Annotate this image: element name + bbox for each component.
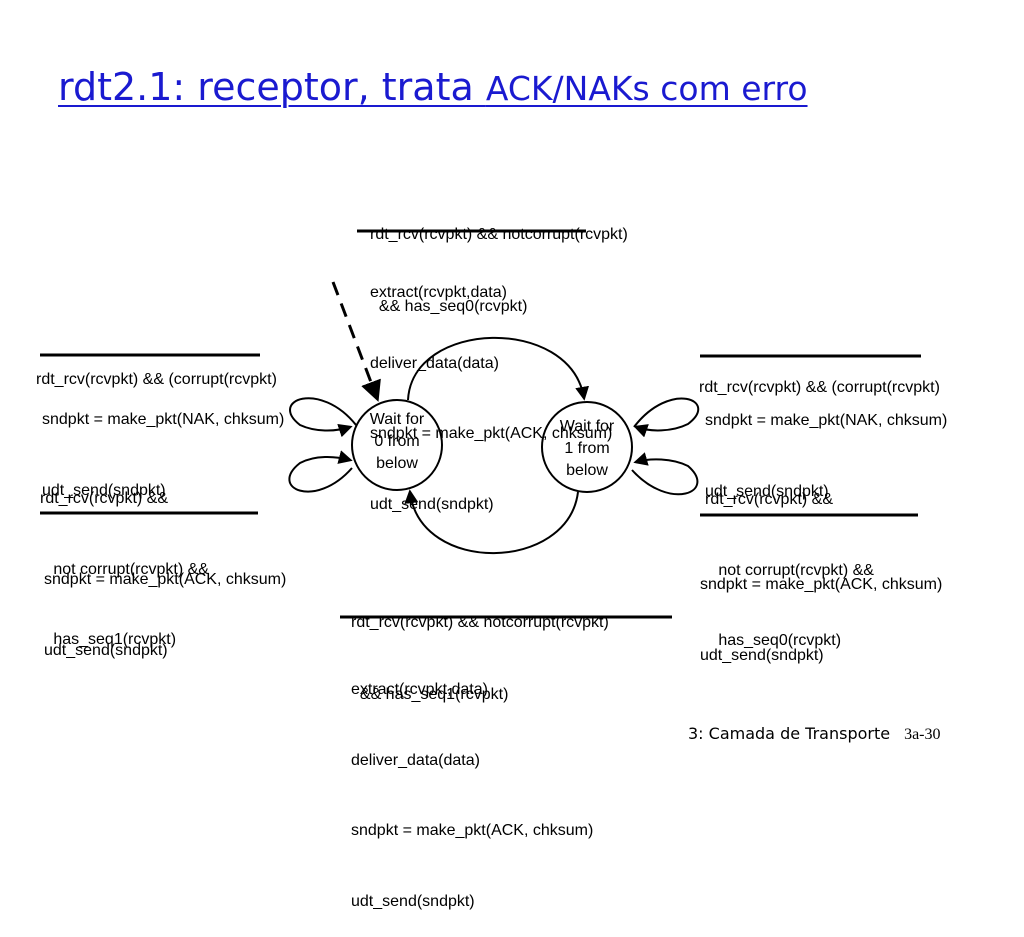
state-wait-0-label: Wait for 0 from below (357, 409, 437, 475)
right-dup-actions: sndpkt = make_pkt(ACK, chksum) udt_send(… (700, 526, 942, 691)
slide-footer: 3: Camada de Transporte 3a-30 (688, 724, 941, 744)
action-line: sndpkt = make_pkt(NAK, chksum) (42, 411, 285, 428)
action-line: udt_send(sndpkt) (370, 495, 494, 513)
action-line: udt_send(sndpkt) (44, 641, 168, 659)
self-loop-left-bottom (288, 450, 353, 493)
left-dup-event: rdt_rcv(rcvpkt) && not corrupt(rcvpkt) &… (40, 440, 209, 675)
event-line: rdt_rcv(rcvpkt) && (corrupt(rcvpkt) (36, 371, 277, 388)
top-event: rdt_rcv(rcvpkt) && notcorrupt(rcvpkt) &&… (370, 175, 628, 343)
transition-arrow-top (407, 336, 590, 401)
state-line: 0 from (374, 433, 420, 450)
state-line: below (376, 455, 418, 472)
right-corrupt-actions: sndpkt = make_pkt(NAK, chksum) udt_send(… (705, 362, 947, 527)
action-line: udt_send(sndpkt) (351, 892, 475, 910)
event-line: not corrupt(rcvpkt) && (705, 561, 874, 579)
event-line: rdt_rcv(rcvpkt) && (705, 491, 834, 508)
left-dup-actions: sndpkt = make_pkt(ACK, chksum) udt_send(… (44, 521, 286, 686)
state-line: below (566, 462, 608, 479)
right-dup-event: rdt_rcv(rcvpkt) && not corrupt(rcvpkt) &… (705, 441, 874, 676)
self-loop-left-top (289, 397, 357, 438)
footer-chapter: 3: Camada de Transporte (688, 724, 891, 743)
right-corrupt-event: rdt_rcv(rcvpkt) && (corrupt(rcvpkt) (699, 329, 940, 423)
action-line: extract(rcvpkt,data) (370, 284, 507, 301)
fsm-diagram (40, 229, 921, 619)
footer-page-number: 3a-30 (904, 726, 941, 743)
state-line: 1 from (564, 440, 610, 457)
self-loop-right-bottom (631, 452, 699, 496)
state-line: Wait for (369, 411, 425, 428)
event-line: rdt_rcv(rcvpkt) && (corrupt(rcvpkt) (699, 379, 940, 396)
title-part2: ACK/NAKs com erro (485, 69, 808, 108)
action-line: deliver_data(data) (351, 751, 480, 769)
event-line: rdt_rcv(rcvpkt) && notcorrupt(rcvpkt) (351, 614, 609, 631)
event-line: && has_seq1(rcvpkt) (351, 686, 509, 703)
action-line: udt_send(sndpkt) (700, 646, 824, 664)
state-line: Wait for (559, 418, 615, 435)
left-corrupt-actions: sndpkt = make_pkt(NAK, chksum) udt_send(… (42, 361, 284, 526)
action-line: sndpkt = make_pkt(ACK, chksum) (370, 425, 613, 442)
initial-arrow (331, 281, 381, 402)
title-part1: rdt2.1: receptor, trata (58, 65, 486, 109)
self-loop-right-top (633, 397, 700, 438)
action-line: sndpkt = make_pkt(ACK, chksum) (351, 822, 594, 839)
action-line: sndpkt = make_pkt(NAK, chksum) (705, 412, 948, 429)
event-line: rdt_rcv(rcvpkt) && (40, 490, 169, 507)
left-corrupt-event: rdt_rcv(rcvpkt) && (corrupt(rcvpkt) (36, 321, 277, 415)
action-line: udt_send(sndpkt) (705, 482, 829, 500)
event-line: has_seq0(rcvpkt) (705, 632, 842, 649)
state-wait-0 (351, 399, 443, 491)
bottom-event: rdt_rcv(rcvpkt) && notcorrupt(rcvpkt) &&… (351, 563, 609, 731)
event-line: && has_seq0(rcvpkt) (370, 298, 528, 315)
action-line: deliver_data(data) (370, 354, 499, 372)
state-wait-1-label: Wait for 1 from below (547, 416, 627, 482)
event-line: rdt_rcv(rcvpkt) && notcorrupt(rcvpkt) (370, 226, 628, 243)
event-line: not corrupt(rcvpkt) && (40, 560, 209, 578)
slide-title: rdt2.1: receptor, trata ACK/NAKs com err… (58, 62, 808, 114)
action-line: extract(rcvpkt,data) (351, 681, 488, 698)
event-line: has_seq1(rcvpkt) (40, 631, 177, 648)
top-actions: extract(rcvpkt,data) deliver_data(data) … (370, 234, 612, 540)
action-line: sndpkt = make_pkt(ACK, chksum) (700, 576, 943, 593)
state-wait-1 (541, 401, 633, 493)
action-line: udt_send(sndpkt) (42, 481, 166, 499)
bottom-actions: extract(rcvpkt,data) deliver_data(data) … (351, 631, 593, 937)
action-line: sndpkt = make_pkt(ACK, chksum) (44, 571, 287, 588)
transition-arrow-bottom (404, 489, 579, 555)
